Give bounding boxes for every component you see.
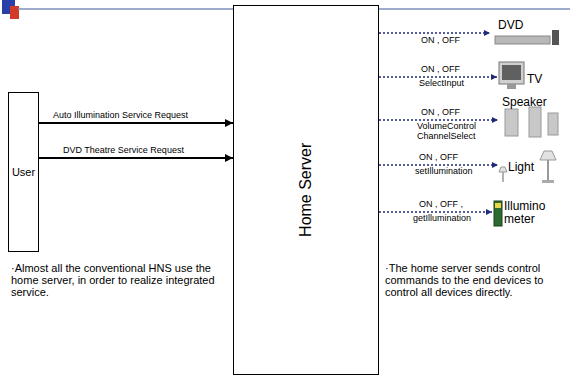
device-node: TV <box>497 60 563 92</box>
method-name: getIllumination <box>412 214 472 224</box>
edge-label: ON , OFF <box>418 153 459 163</box>
note-text: ·The home server sends control commands … <box>384 262 568 298</box>
actor-box: User <box>8 92 39 252</box>
command-arrow <box>379 211 492 213</box>
light-icon <box>499 151 556 183</box>
node-text: Speaker <box>502 96 547 109</box>
tv-icon <box>499 62 524 89</box>
edge-label: Auto Illumination Service Request <box>52 111 189 121</box>
command-arrow <box>379 76 497 78</box>
edge-label: ON , OFF <box>420 36 461 46</box>
request-arrow <box>39 122 233 124</box>
device-node: DVD <box>490 14 560 46</box>
edge-label: ON , OFF <box>420 65 461 75</box>
method-name: SelectInput <box>418 79 465 89</box>
request-arrow <box>39 157 233 159</box>
command-arrow <box>379 32 490 34</box>
device-node: Light <box>498 148 560 184</box>
node-text: Home Server <box>297 143 315 237</box>
command-arrow <box>379 119 498 121</box>
command-arrow <box>379 164 498 166</box>
node-text: Illumino meter <box>504 200 562 226</box>
node-text: DVD <box>498 19 523 32</box>
edge-label: ON , OFF , <box>418 200 464 210</box>
device-node: Illumino meter <box>492 198 566 232</box>
method-name: VolumeControl ChannelSelect <box>416 122 490 142</box>
logo-square <box>10 6 19 19</box>
dvd-icon <box>495 30 559 45</box>
node-text: User <box>12 166 35 178</box>
edge-label: DVD Theatre Service Request <box>62 146 185 156</box>
node-text: Light <box>508 161 534 174</box>
device-node: Speaker <box>498 92 564 142</box>
edge-label: ON , OFF <box>420 108 461 118</box>
note-text: ·Almost all the conventional HNS use the… <box>10 262 228 298</box>
node-text: TV <box>527 73 542 86</box>
method-name: setIllumination <box>414 167 474 177</box>
illuminometer-icon <box>494 201 502 226</box>
speaker-icon <box>505 107 558 137</box>
server-box: Home Server <box>233 5 379 375</box>
